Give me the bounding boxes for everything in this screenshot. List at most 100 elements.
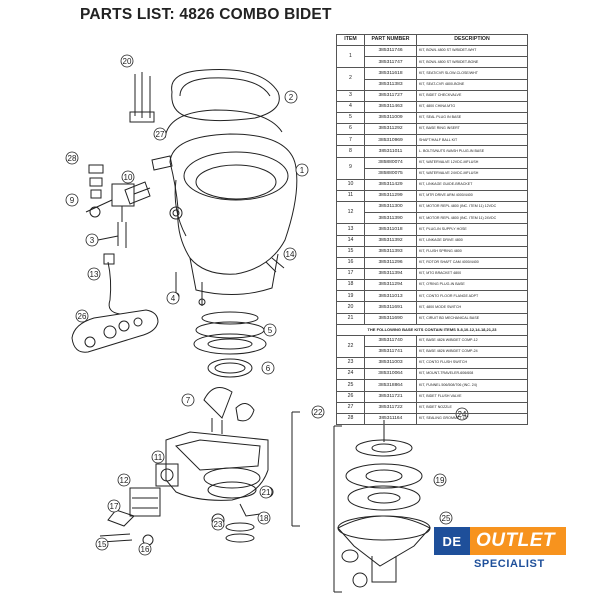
svg-text:9: 9 xyxy=(70,196,75,205)
item-number: 13 xyxy=(336,223,365,236)
toilet-bowl xyxy=(169,133,298,275)
svg-text:13: 13 xyxy=(90,270,99,279)
logo-prefix: DE xyxy=(434,527,470,555)
svg-text:20: 20 xyxy=(123,57,132,66)
callout-22: 22 xyxy=(311,405,325,419)
part-number: 385311618 xyxy=(364,67,417,80)
header-part-number: PART NUMBER xyxy=(364,33,417,47)
callout-5: 5 xyxy=(263,323,277,337)
part-number: 385880075 xyxy=(364,167,417,180)
part-description: KIT, BIDET NOZZLE xyxy=(416,401,528,414)
part-description: KIT, MTR DRIVE ARM 4000/4400 xyxy=(416,189,528,203)
part-number: 385311013 xyxy=(364,290,417,303)
svg-text:10: 10 xyxy=(124,173,133,182)
callout-10: 10 xyxy=(121,170,135,184)
part-number: 385311690 xyxy=(364,312,417,325)
item-number: 4 xyxy=(336,100,365,113)
svg-text:4: 4 xyxy=(171,294,176,303)
part-number: 385311429 xyxy=(364,178,417,191)
part-description: KIT, SEAL PLUG IN BASE xyxy=(416,111,528,125)
svg-text:7: 7 xyxy=(186,396,191,405)
part-number: 385311393 xyxy=(364,245,417,258)
svg-text:12: 12 xyxy=(120,476,129,485)
callout-11: 11 xyxy=(151,450,165,464)
part-number: 385311164 xyxy=(364,412,417,425)
floor-flange xyxy=(355,439,413,457)
part-number: 385318864 xyxy=(364,379,417,392)
table-note: THE FOLLOWING BASE KITS CONTAIN ITEMS 5-… xyxy=(336,323,528,336)
svg-text:11: 11 xyxy=(154,453,163,462)
svg-text:18: 18 xyxy=(260,514,269,523)
part-description: KIT, FLUSH SPRING 4800 xyxy=(416,245,528,258)
item-number: 2 xyxy=(336,67,365,91)
part-description: KIT, SEALING GROMMET 1/2" xyxy=(416,412,528,425)
svg-text:15: 15 xyxy=(98,540,107,549)
svg-text:26: 26 xyxy=(78,312,87,321)
callout-4: 4 xyxy=(166,291,180,305)
item-number: 7 xyxy=(336,134,365,147)
part-number: 385311296 xyxy=(364,256,417,269)
callout-25: 25 xyxy=(439,511,453,525)
callout-28: 28 xyxy=(65,151,79,165)
part-number: 385311390 xyxy=(364,212,417,225)
svg-text:14: 14 xyxy=(286,250,295,259)
svg-text:19: 19 xyxy=(436,476,445,485)
callout-20: 20 xyxy=(120,54,134,68)
part-description: KIT, 4800 CHINA MTG xyxy=(416,100,528,113)
part-description: KIT, WATERVALVE 24VDC-MFLUSH xyxy=(416,167,528,180)
part-description: KIT, BOWL 4800 ST W/BIDET-BONE xyxy=(416,56,528,69)
callout-9: 9 xyxy=(65,193,79,207)
svg-text:25: 25 xyxy=(442,514,451,523)
item-number: 12 xyxy=(336,201,365,225)
callout-18: 18 xyxy=(257,511,271,525)
callout-2: 2 xyxy=(284,90,298,104)
part-description: KIT, FUNNEL 506/508/706 (INC. 24) xyxy=(416,379,528,392)
callout-7: 7 xyxy=(181,393,195,407)
item-number: 17 xyxy=(336,267,365,281)
part-description: KIT, SEAT/CVR SLOW-CLOSE/WHT xyxy=(416,67,528,80)
part-number: 385311292 xyxy=(364,123,417,136)
part-number: 385311383 xyxy=(364,78,417,91)
part-number: 385311691 xyxy=(364,301,417,314)
part-number: 385311300 xyxy=(364,201,417,214)
item-number: 27 xyxy=(336,401,365,414)
part-description: KIT, 4800 MODE SWITCH xyxy=(416,301,528,314)
outlet-specialist-logo: DE OUTLET SPECIALIST xyxy=(434,527,574,579)
item-number: 10 xyxy=(336,178,365,191)
part-description: KIT, BASE RING INSERT xyxy=(416,123,528,136)
logo-tagline: SPECIALIST xyxy=(474,558,545,570)
svg-text:2: 2 xyxy=(289,93,294,102)
item-number: 5 xyxy=(336,111,365,125)
part-description: KIT, ROTOR SHAFT CAM 4000/4400 xyxy=(416,256,528,269)
part-number: 385311747 xyxy=(364,56,417,69)
item-number: 14 xyxy=(336,234,365,247)
toilet-seat-lid xyxy=(171,69,280,122)
item-number: 21 xyxy=(336,312,365,325)
svg-text:17: 17 xyxy=(110,502,119,511)
part-description: KIT, LINKAGE DRIVE 4800 xyxy=(416,234,528,247)
part-description: SHAFT/HALF BALL KIT xyxy=(416,134,528,147)
svg-text:1: 1 xyxy=(300,166,305,175)
part-description: L. BOLTS/NUTS /WASH PLUG-IN BASE xyxy=(416,145,528,158)
part-description: KIT, CIRUIT BD MECHANICAL BASE xyxy=(416,312,528,325)
item-number: 18 xyxy=(336,279,365,292)
callout-27: 27 xyxy=(153,127,167,141)
part-number: 385880074 xyxy=(364,156,417,169)
